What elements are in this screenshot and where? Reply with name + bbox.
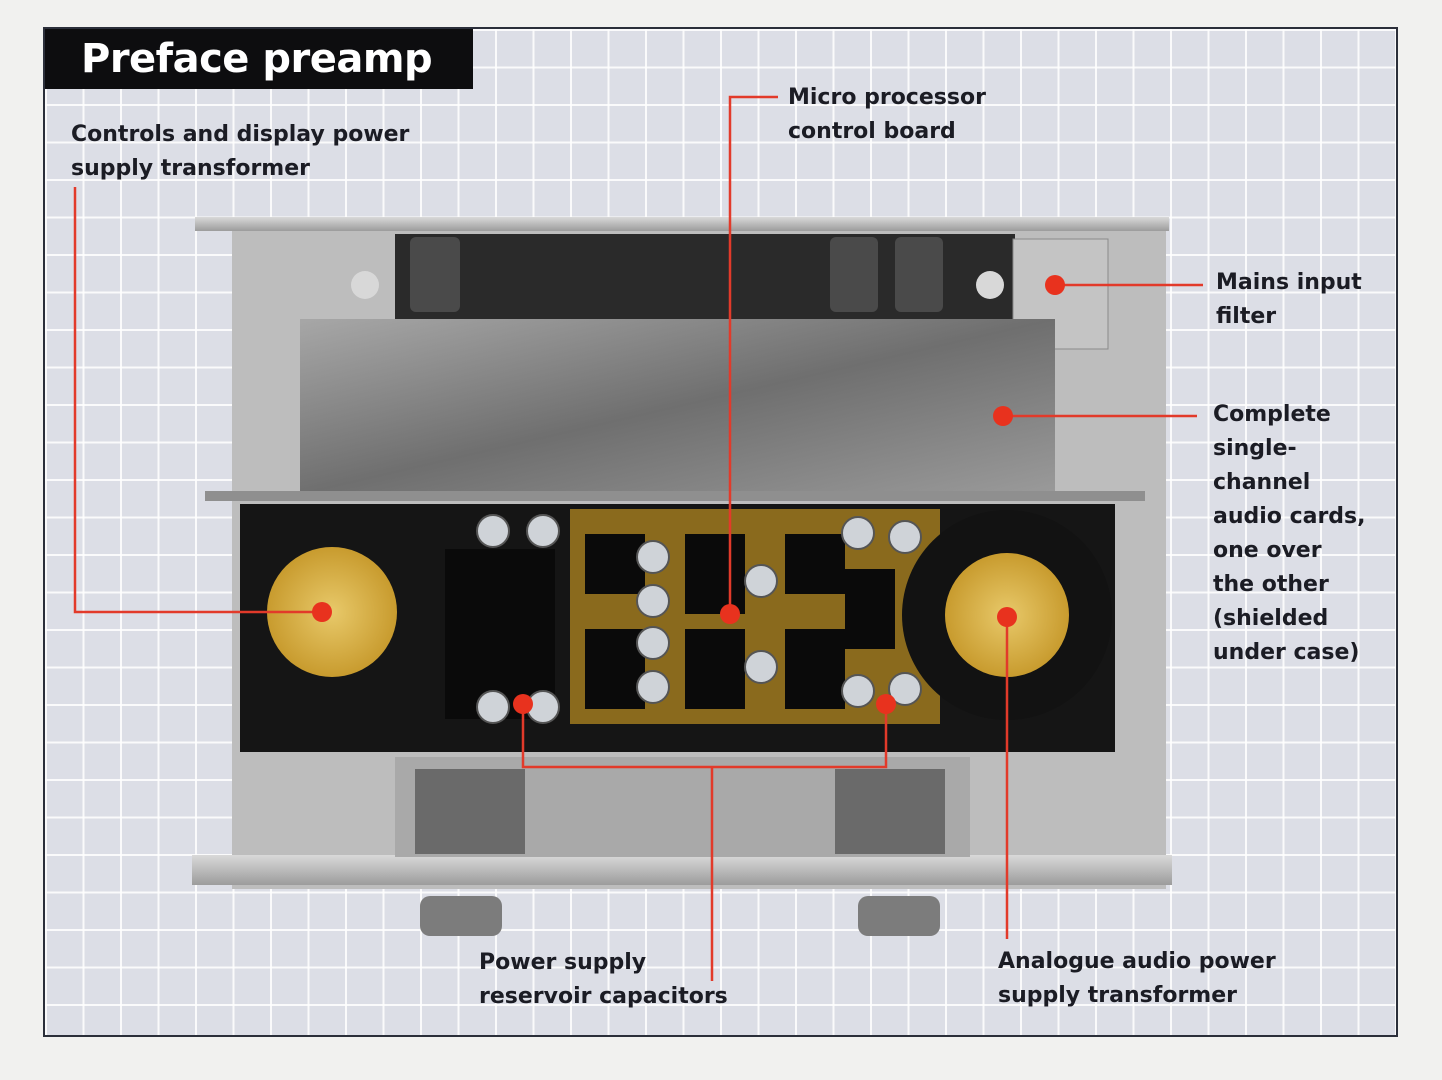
preamp-internals-illustration <box>192 217 1172 936</box>
leader-dot-analogue-transformer <box>997 607 1017 627</box>
label-controls-transformer: Controls and display power supply transf… <box>71 122 410 181</box>
leader-dot-micro-processor <box>720 604 740 624</box>
leader-dot-reservoir-caps-right <box>876 694 896 714</box>
leader-lines <box>73 95 1203 981</box>
diagram-title: Preface preamp <box>45 29 473 89</box>
leader-reservoir-caps <box>521 704 888 769</box>
leader-dot-audio-cards <box>993 406 1013 426</box>
label-reservoir-caps: Power supply reservoir capacitors <box>479 950 728 1009</box>
label-audio-cards: Complete single- channel audio cards, on… <box>1213 402 1366 665</box>
label-micro-processor: Micro processor control board <box>788 85 986 144</box>
leader-dot-mains-filter <box>1045 275 1065 295</box>
diagram-frame: Preface preamp Controls and display powe… <box>43 27 1398 1037</box>
knob-right <box>858 896 940 936</box>
knob-left <box>420 896 502 936</box>
leader-dot-reservoir-caps-left <box>513 694 533 714</box>
leader-micro-processor <box>728 95 778 614</box>
leader-controls-transformer <box>73 187 322 614</box>
audio-card-shield <box>300 319 1055 494</box>
leader-dot-controls-transformer <box>312 602 332 622</box>
label-mains-filter: Mains input filter <box>1216 270 1362 329</box>
label-analogue-transformer: Analogue audio power supply transformer <box>998 949 1276 1008</box>
